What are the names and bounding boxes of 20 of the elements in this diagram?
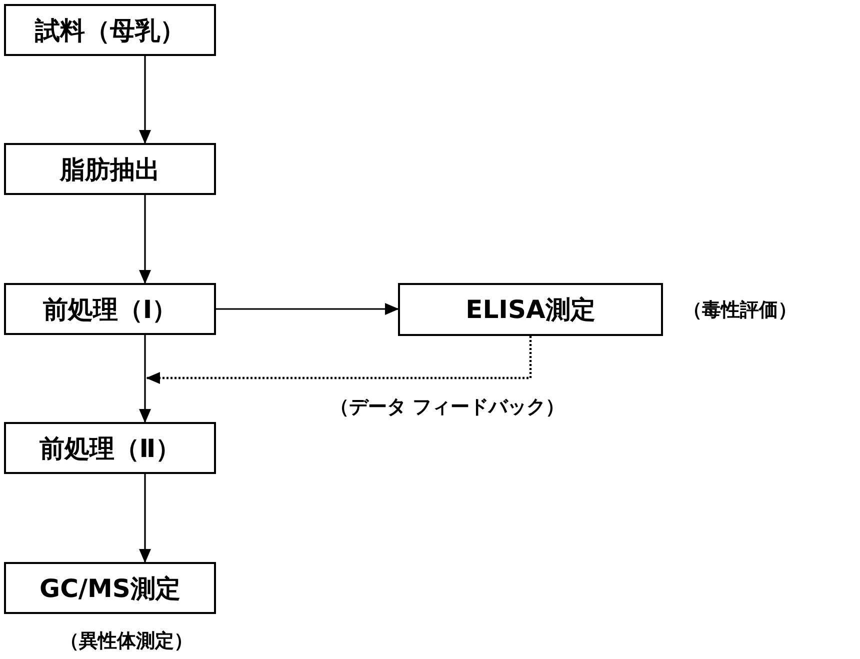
annotation-text: （毒性評価） <box>683 298 797 323</box>
arrow <box>139 335 151 423</box>
step-label: ELISA測定 <box>466 294 596 326</box>
arrow <box>216 303 399 315</box>
arrow <box>139 56 151 144</box>
step-label: 前処理（Ⅱ） <box>39 432 181 464</box>
process-box <box>4 422 216 474</box>
annotation-text: （異性体測定） <box>60 629 193 654</box>
step-label: 試料（母乳） <box>35 14 185 46</box>
feedback-arrow <box>146 336 532 384</box>
arrow <box>139 195 151 284</box>
step-label: 前処理（Ⅰ） <box>42 294 178 326</box>
step-label: 脂肪抽出 <box>60 154 160 186</box>
process-box <box>4 562 216 614</box>
step-label: GC/MS測定 <box>40 572 180 604</box>
process-box <box>398 283 663 336</box>
arrow <box>139 474 151 563</box>
process-box <box>4 4 216 56</box>
process-box <box>4 283 216 335</box>
process-box <box>4 143 216 195</box>
